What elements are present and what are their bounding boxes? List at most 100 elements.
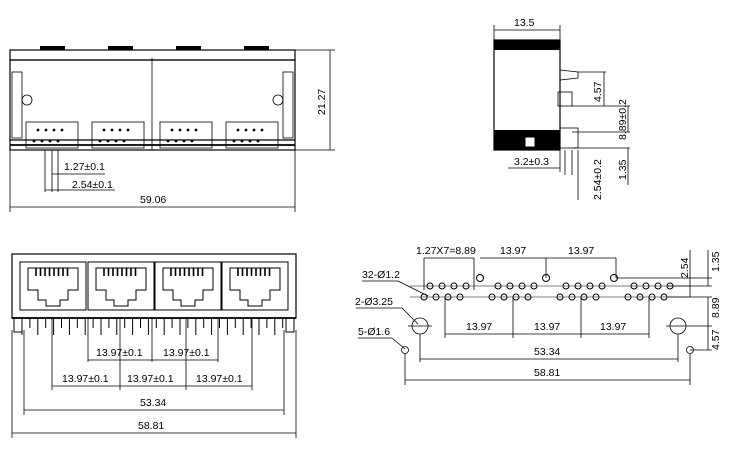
side-pin-pitch-label: 2.54±0.2	[592, 159, 604, 200]
bottom-center-lower-1: 13.97±0.1	[62, 373, 109, 385]
pcb-mid-spacing-1: 13.97	[466, 321, 492, 333]
leader	[397, 280, 429, 297]
front-notch	[244, 46, 269, 50]
contact-dot	[60, 128, 64, 132]
contact-dot	[110, 128, 114, 132]
contact-dot	[240, 139, 244, 143]
pcb-hole-large-label: 2-Ø3.25	[355, 296, 393, 308]
jack-opening	[162, 267, 214, 307]
contact-dot	[182, 139, 186, 143]
pcb-right-bottom: 4.57	[710, 329, 722, 350]
front-pitch-label: 1.27±0.1	[64, 161, 105, 173]
pin-hole	[401, 346, 409, 354]
bottom-center-lower-2: 13.97±0.1	[127, 373, 174, 385]
pcb-hole-mid-label: 5-Ø1.6	[358, 326, 390, 338]
pin-hole	[610, 274, 618, 282]
rj45-jacks	[19, 261, 289, 311]
front-right-pillar	[282, 71, 294, 139]
front-port	[25, 121, 79, 149]
pin-hole	[542, 274, 550, 282]
pcb-pitch-label: 1.27X7=8.89	[416, 245, 476, 257]
bottom-view: 13.97±0.1 13.97±0.1 13.97±0.1 13.97±0.1 …	[11, 253, 297, 438]
jack-outline	[87, 261, 155, 311]
front-ports	[25, 121, 279, 149]
front-pin-spacing-label: 2.54±0.1	[72, 179, 113, 191]
bottom-center-lower-3: 13.97±0.1	[196, 373, 243, 385]
jack-opening	[229, 267, 281, 307]
contact-dot	[44, 128, 48, 132]
side-pin-width-label: 3.2±0.3	[514, 156, 549, 168]
jack-outline	[221, 261, 289, 311]
contact-dot	[190, 139, 194, 143]
contact-dot	[114, 139, 118, 143]
contact-dot	[248, 139, 252, 143]
pcb-mid-spacing-3: 13.97	[600, 321, 626, 333]
bottom-overall-width: 58.81	[138, 420, 164, 432]
front-port	[91, 121, 145, 149]
pcb-hole-small-label: 32-Ø1.2	[362, 269, 400, 281]
contact-dot	[186, 128, 190, 132]
side-row-spacing-label: 8.89±0.2	[617, 99, 629, 140]
pcb-overall-width: 58.81	[534, 367, 560, 379]
contact-dot	[118, 128, 122, 132]
pcb-right-top-1: 2.54	[679, 257, 691, 278]
pcb-right-top-2: 1.35	[710, 251, 722, 272]
front-notch	[108, 46, 133, 50]
front-body	[9, 59, 296, 151]
side-tab	[557, 91, 573, 107]
contact-dot	[32, 139, 36, 143]
contact-dot	[252, 128, 256, 132]
pcb-layout: 1.27X7=8.89 13.97 13.97 2.54 1.35 8.89 4…	[355, 245, 722, 385]
pin-hole	[686, 346, 694, 354]
pcb-right-row-spacing: 8.89	[710, 297, 722, 318]
contact-dot	[170, 128, 174, 132]
contact-dot	[56, 139, 60, 143]
contact-dot	[236, 128, 240, 132]
side-window	[524, 136, 536, 148]
contact-dot	[98, 139, 102, 143]
front-notch	[40, 46, 65, 50]
jack-opening	[27, 267, 79, 307]
side-peg	[285, 317, 295, 333]
side-view: 13.5 4.57 8.89±0.2 1.35 3.2±0.3 2.54±0.2	[493, 17, 630, 200]
contact-dot	[122, 139, 126, 143]
side-latch	[559, 69, 579, 81]
contact-dot	[36, 128, 40, 132]
contact-dot	[194, 128, 198, 132]
side-bottom-label: 1.35	[617, 159, 629, 180]
pcb-total-centers: 53.34	[534, 346, 560, 358]
bottom-center-upper-1: 13.97±0.1	[96, 347, 143, 359]
front-notch	[176, 46, 201, 50]
contact-dot	[256, 139, 260, 143]
side-peg	[13, 317, 23, 333]
bottom-total-centers: 53.34	[140, 397, 166, 409]
contact-dot	[166, 139, 170, 143]
front-width-label: 59.06	[140, 194, 166, 206]
side-top-offset-label: 4.57	[592, 81, 604, 102]
side-top-band	[494, 40, 560, 50]
leader	[401, 307, 419, 325]
jack-outline	[154, 261, 222, 311]
front-left-latch	[21, 94, 33, 106]
front-contact-dots	[32, 128, 264, 143]
contact-dot	[260, 128, 264, 132]
front-top-cap	[9, 49, 296, 61]
contact-dot	[126, 128, 130, 132]
contact-dot	[174, 139, 178, 143]
contact-dot	[40, 139, 44, 143]
contact-dot	[232, 139, 236, 143]
pcb-mid-spacing-2: 13.97	[534, 321, 560, 333]
pcb-holes	[410, 274, 690, 301]
pcb-top-spacing-2: 13.97	[568, 245, 594, 257]
contact-dot	[52, 128, 56, 132]
contact-dot	[48, 139, 52, 143]
contact-dot	[178, 128, 182, 132]
front-right-latch	[272, 94, 284, 106]
pcb-top-spacing-1: 13.97	[500, 245, 526, 257]
front-left-pillar	[11, 71, 23, 139]
side-tab	[559, 127, 579, 149]
side-depth-label: 13.5	[514, 17, 535, 29]
contact-dot	[244, 128, 248, 132]
front-port	[225, 121, 279, 149]
